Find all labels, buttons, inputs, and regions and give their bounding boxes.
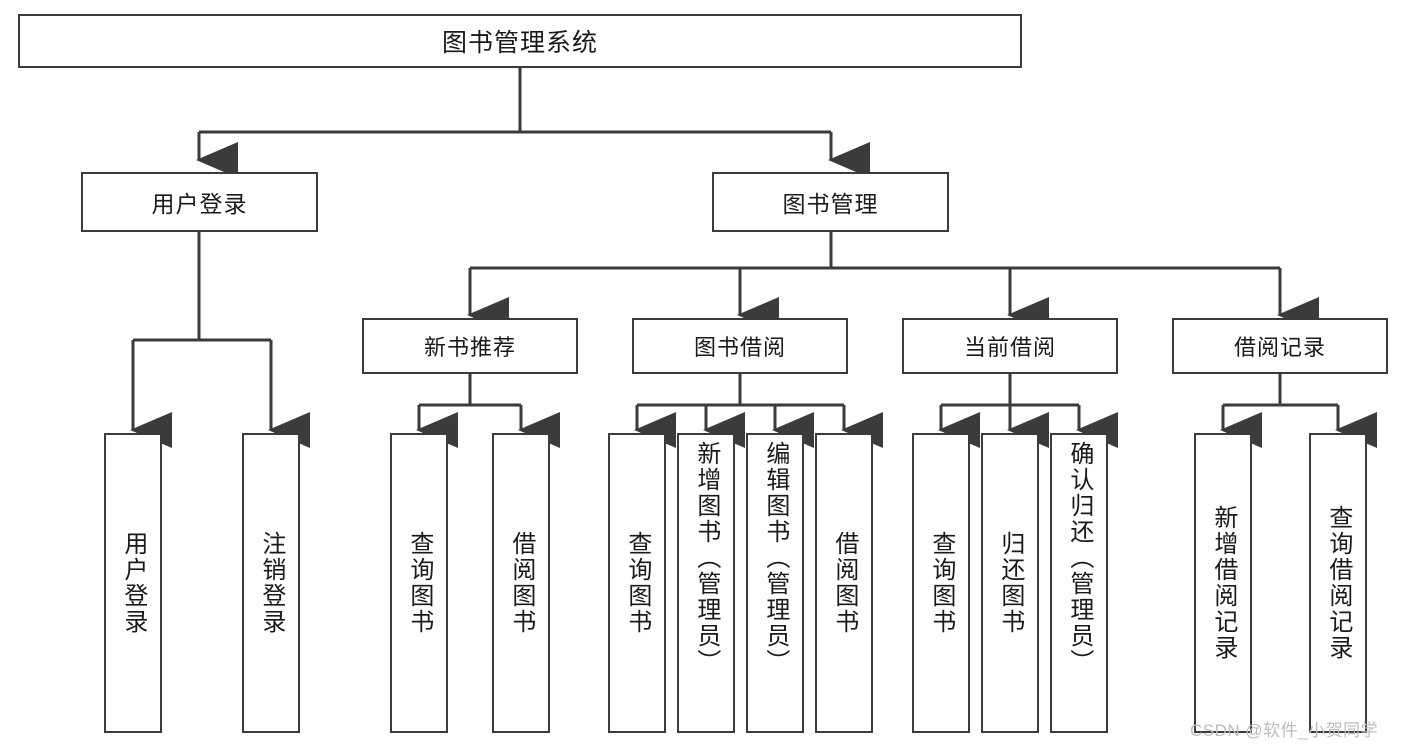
leaf-bb-query-book-label: 查询图书: [623, 531, 651, 635]
leaf-bb-add-book-label: 新增图书（管理员）: [692, 441, 720, 675]
node-user-login-label: 用户登录: [151, 191, 248, 217]
node-user-login[interactable]: 用户登录: [81, 172, 318, 232]
node-current-borrow-label: 当前借阅: [963, 335, 1056, 360]
leaf-bb-add-book-textwrap: 新增图书（管理员）: [681, 441, 731, 725]
leaf-bb-borrow-book[interactable]: 借阅图书: [815, 433, 873, 733]
leaf-br-query-record-label: 查询借阅记录: [1324, 505, 1352, 661]
node-borrow-record[interactable]: 借阅记录: [1172, 318, 1388, 374]
node-book-management-label: 图书管理: [782, 191, 879, 217]
leaf-bb-add-book[interactable]: 新增图书（管理员）: [677, 433, 735, 733]
leaf-nbr-borrow-book-textwrap: 借阅图书: [496, 441, 546, 725]
leaf-bb-borrow-book-label: 借阅图书: [830, 531, 858, 635]
leaf-cb-return-book-textwrap: 归还图书: [985, 441, 1035, 725]
node-new-book-recommend[interactable]: 新书推荐: [362, 318, 578, 374]
node-current-borrow[interactable]: 当前借阅: [902, 318, 1118, 374]
leaf-cb-query-book-label: 查询图书: [927, 531, 955, 635]
leaf-nbr-query-book[interactable]: 查询图书: [390, 433, 448, 733]
leaf-user-login-label: 用户登录: [119, 531, 147, 635]
node-root-label: 图书管理系统: [441, 29, 598, 57]
leaf-bb-edit-book-label: 编辑图书（管理员）: [761, 441, 789, 675]
leaf-br-add-record-textwrap: 新增借阅记录: [1198, 441, 1248, 725]
leaf-logout-label: 注销登录: [257, 531, 285, 635]
leaf-user-login[interactable]: 用户登录: [104, 433, 162, 733]
leaf-br-add-record[interactable]: 新增借阅记录: [1194, 433, 1252, 733]
node-root-system[interactable]: 图书管理系统: [18, 14, 1022, 68]
leaf-bb-query-book-textwrap: 查询图书: [612, 441, 662, 725]
node-book-management[interactable]: 图书管理: [712, 172, 949, 232]
leaf-cb-confirm-return[interactable]: 确认归还（管理员）: [1050, 433, 1108, 733]
leaf-br-add-record-label: 新增借阅记录: [1209, 505, 1237, 661]
leaf-nbr-query-book-textwrap: 查询图书: [394, 441, 444, 725]
leaf-nbr-query-book-label: 查询图书: [405, 531, 433, 635]
leaf-cb-query-book[interactable]: 查询图书: [912, 433, 970, 733]
node-book-borrow-label: 图书借阅: [693, 335, 786, 360]
leaf-user-login-textwrap: 用户登录: [108, 441, 158, 725]
leaf-bb-query-book[interactable]: 查询图书: [608, 433, 666, 733]
node-borrow-record-label: 借阅记录: [1233, 335, 1326, 360]
leaf-cb-confirm-return-textwrap: 确认归还（管理员）: [1054, 441, 1104, 725]
leaf-nbr-borrow-book[interactable]: 借阅图书: [492, 433, 550, 733]
leaf-logout-textwrap: 注销登录: [246, 441, 296, 725]
leaf-br-query-record-textwrap: 查询借阅记录: [1313, 441, 1363, 725]
node-book-borrow[interactable]: 图书借阅: [632, 318, 848, 374]
leaf-cb-confirm-return-label: 确认归还（管理员）: [1065, 441, 1093, 675]
leaf-cb-return-book[interactable]: 归还图书: [981, 433, 1039, 733]
leaf-bb-edit-book[interactable]: 编辑图书（管理员）: [746, 433, 804, 733]
leaf-nbr-borrow-book-label: 借阅图书: [507, 531, 535, 635]
leaf-bb-borrow-book-textwrap: 借阅图书: [819, 441, 869, 725]
leaf-br-query-record[interactable]: 查询借阅记录: [1309, 433, 1367, 733]
leaf-logout[interactable]: 注销登录: [242, 433, 300, 733]
csdn-watermark: CSDN @软件_小贺同学: [1190, 721, 1379, 740]
leaf-cb-query-book-textwrap: 查询图书: [916, 441, 966, 725]
leaf-bb-edit-book-textwrap: 编辑图书（管理员）: [750, 441, 800, 725]
leaf-cb-return-book-label: 归还图书: [996, 531, 1024, 635]
node-new-book-recommend-label: 新书推荐: [423, 335, 516, 360]
